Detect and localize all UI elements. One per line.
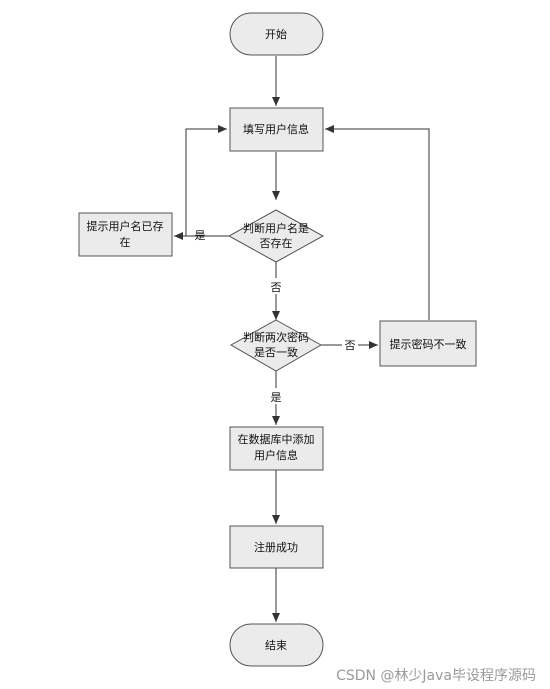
edge-mismatch-back-to-fill [325, 125, 430, 320]
add-to-database-node: 在数据库中添加 用户信息 [229, 426, 324, 471]
fill-info-node: 填写用户信息 [229, 107, 324, 152]
edge-exists-back-to-fill [185, 125, 227, 236]
register-success-label: 注册成功 [254, 540, 298, 554]
edge-label-yes-match: 是 [271, 391, 282, 404]
add-to-database-line1: 在数据库中添加 [238, 432, 315, 446]
check-password-line2: 是否一致 [254, 345, 298, 359]
username-exists-line2: 在 [120, 236, 131, 249]
end-label: 结束 [265, 639, 287, 652]
username-exists-line1: 提示用户名已存 [87, 219, 164, 233]
start-label: 开始 [265, 27, 287, 41]
edge-label-no-exists: 否 [271, 281, 282, 294]
check-username-line1: 判断用户名是 [243, 221, 309, 235]
register-success-node: 注册成功 [229, 525, 324, 569]
end-node: 结束 [229, 623, 324, 667]
password-mismatch-label: 提示密码不一致 [390, 337, 467, 351]
password-mismatch-node: 提示密码不一致 [379, 320, 477, 367]
start-node: 开始 [229, 12, 324, 56]
fill-info-label: 填写用户信息 [243, 122, 309, 136]
edge-label-no-match: 否 [345, 339, 356, 352]
username-exists-node: 提示用户名已存 在 [78, 212, 173, 257]
check-password-decision: 判断两次密码 是否一致 [229, 319, 323, 372]
check-username-decision: 判断用户名是 否存在 [227, 209, 325, 263]
check-username-line2: 否存在 [260, 236, 293, 250]
add-to-database-line2: 用户信息 [254, 448, 298, 462]
check-password-line1: 判断两次密码 [243, 330, 309, 344]
watermark: CSDN @林少Java毕设程序源码 [336, 668, 536, 684]
edge-label-yes-exists: 是 [195, 229, 206, 242]
